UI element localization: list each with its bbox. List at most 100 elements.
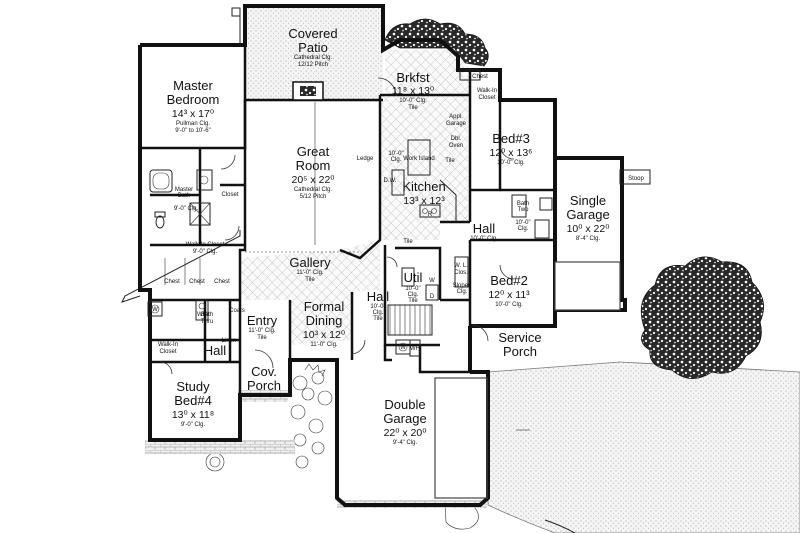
room-name: Hall (204, 343, 227, 358)
room-master: Master Bedroom 14³ x 17⁰ Pullman Clg. 9'… (167, 78, 220, 134)
room-name: Garage (383, 411, 426, 426)
closet-label: Closet (221, 192, 238, 198)
room-dims: 13⁰ x 11⁸ (172, 409, 214, 421)
appl-garage-label: Appl. (449, 114, 463, 120)
chest-label: Chest (472, 74, 488, 80)
tile-label: Tile (445, 158, 455, 164)
room-note: Tile (373, 316, 383, 322)
chest-label: Chest (214, 279, 230, 285)
room-note: Tile (305, 277, 315, 283)
landscape-shrubs (205, 18, 764, 530)
room-patio: Covered Patio Cathedral Clg. 12/12 Pitch (288, 26, 337, 68)
breakfast-tile (385, 50, 470, 95)
room-name: Hall (473, 221, 496, 236)
chest-label: Chest (164, 279, 180, 285)
annotations: Master Bath 9'-0" Clg. Closet Walk-In Cl… (152, 74, 644, 355)
room-labels: Covered Patio Cathedral Clg. 12/12 Pitch… (167, 26, 611, 446)
room-note: 10'-0" Clg. (470, 236, 498, 242)
room-note: 11'-0" Clg. (248, 328, 276, 334)
room-name: Formal (304, 299, 345, 314)
sloped-clg-label: Clg. (457, 289, 468, 295)
room-note: Clg. (373, 310, 384, 316)
room-dims: 12⁰ x 11³ (488, 289, 530, 301)
room-note: Tile (408, 105, 418, 111)
room-note: 12/12 Pitch (298, 62, 328, 68)
room-note: Cathedral Clg. (294, 55, 333, 61)
room-dims: 10⁰ x 22⁰ (567, 223, 611, 235)
work-island-label: Work Island (403, 156, 435, 162)
room-single-garage: Single Garage 10⁰ x 22⁰ 8'-4" Clg. (566, 193, 610, 242)
bath-thru-label: Bath (201, 312, 213, 318)
room-note: 11'-0" Clg. (296, 270, 324, 276)
walkin-clg-label: 9'-0" Clg. (193, 249, 218, 255)
room-name: Porch (247, 378, 281, 393)
room-name: Study (176, 379, 210, 394)
stoop-label: Stoop (628, 176, 644, 182)
kitchen-clg-label: 10'-0" (388, 151, 403, 157)
room-name: Bed#2 (490, 273, 528, 288)
appl-garage-label: Garage (446, 121, 467, 127)
bath-two-clg: 10'-0" (515, 220, 530, 226)
room-note: Tile (408, 298, 418, 304)
room-name: Garage (566, 207, 609, 222)
kitchen-clg-label: Clg. (391, 157, 402, 163)
room-dims: 20⁵ x 22⁰ (291, 174, 335, 186)
room-name: Double (384, 397, 425, 412)
room-note: 9'-4" Clg. (393, 440, 418, 446)
room-dims: 13³ x 12³ (403, 195, 445, 207)
front-brick-band (145, 440, 295, 454)
room-name: Dining (306, 313, 343, 328)
master-bath-clg: 9'-0" Clg. (174, 206, 199, 212)
walkin-bed3-label: Walk-In (477, 88, 497, 94)
driveway-paving (121, 230, 800, 533)
room-name: Room (296, 158, 331, 173)
room-hall-left: Hall (204, 343, 227, 358)
walkin-closet-label: Walk-In Closet (186, 242, 225, 248)
room-dims: 22⁰ x 20⁰ (384, 427, 428, 439)
walkin-bed3-label: Closet (478, 95, 495, 101)
room-bed3: Bed#3 12⁰ x 13⁶ 10'-0" Clg. (490, 131, 533, 166)
bath-two-label: Two (517, 207, 529, 213)
coats-label: Coats (229, 308, 245, 314)
room-note: 10'-0" (370, 304, 385, 310)
room-name: Covered (288, 26, 337, 41)
range-mark: R (428, 212, 433, 218)
room-bed2: Bed#2 12⁰ x 11³ 10'-0" Clg. (488, 273, 530, 308)
room-note: Clg. (408, 292, 419, 298)
doors (159, 77, 515, 375)
room-name: Util (404, 270, 423, 285)
room-name: Bedroom (167, 92, 220, 107)
room-formal-dining: Formal Dining 10³ x 12⁰ 11'-0" Clg. (303, 299, 346, 348)
room-dims: 14³ x 17⁰ (172, 108, 215, 120)
room-cov-porch: Cov. Porch (247, 364, 281, 393)
room-kitchen: Kitchen 13³ x 12³ (402, 179, 445, 207)
room-service-porch: Service Porch (498, 330, 541, 359)
room-name: Gallery (289, 255, 331, 270)
room-note: Tile (257, 335, 267, 341)
room-note: Pullman Clg. (176, 121, 210, 127)
dbl-oven-label: Dbl. (451, 136, 462, 142)
room-util: Util 10'-0" Clg. Tile (404, 270, 423, 304)
room-hall-right: Hall 10'-0" Clg. (470, 221, 498, 242)
bath-two-clg: Clg. (518, 226, 529, 232)
room-name: Single (570, 193, 606, 208)
room-note: 10'-0" Clg. (495, 302, 523, 308)
room-dims: 11⁸ x 13⁰ (392, 85, 435, 97)
room-hall-mid: Hall 10'-0" Clg. Tile (367, 289, 390, 322)
room-name: Hall (367, 289, 390, 304)
bath-two-label: Bath (517, 201, 529, 207)
dbl-oven-label: Oven (449, 143, 463, 149)
master-bath-label: Bath (178, 193, 190, 199)
room-name: Entry (247, 313, 278, 328)
washer-mark: W (400, 345, 406, 351)
room-note: 9'-0" to 10'-6" (175, 128, 211, 134)
walkin-study-label: Closet (159, 349, 176, 355)
washer-mark: W (152, 307, 158, 313)
water-heater-mark: WH (197, 312, 207, 318)
interior-walls (140, 45, 555, 395)
room-brkfst: Brkfst 11⁸ x 13⁰ 10'-0" Clg. Tile (392, 70, 435, 111)
room-name: Service (498, 330, 541, 345)
room-dims: 12⁰ x 13⁶ (490, 147, 533, 159)
room-great: Great Room 20⁵ x 22⁰ Cathedral Clg. 5/12… (291, 144, 335, 200)
